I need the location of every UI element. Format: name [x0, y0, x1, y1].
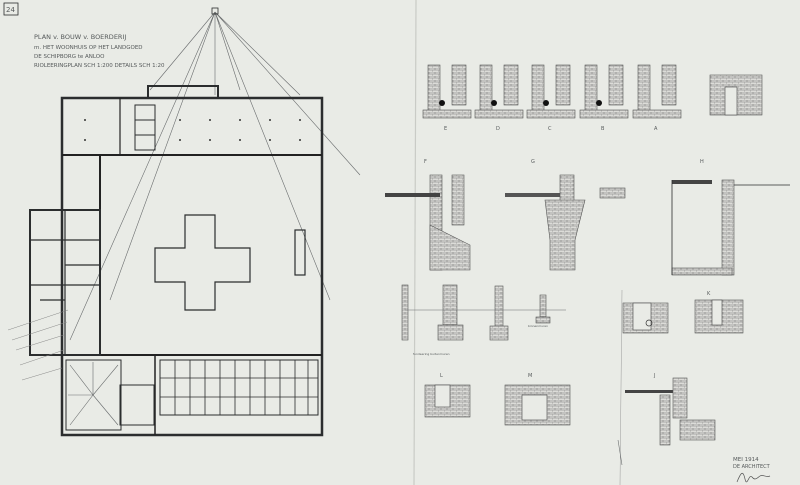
title-block: PLAN v. BOUW v. BOERDERIJ m. HET WOONHUI… [34, 33, 165, 69]
label-L: L [440, 373, 443, 379]
guide-line [619, 289, 623, 485]
details-row-2: F G H [385, 159, 790, 276]
fold-line [413, 0, 417, 485]
title-line-2: m. HET WOONHUIS OP HET LANDGOED [34, 45, 143, 51]
foundation-caption: fundeering buitenmuren [413, 352, 450, 356]
house-wing [29, 209, 101, 356]
label-C: C [548, 126, 552, 132]
architect-label: DE ARCHITECT [733, 464, 771, 470]
architect-signature [736, 473, 771, 483]
date-text: MEI 1914 [733, 457, 759, 463]
title-line-3: DE SCHIPBORG te ANLOO [34, 54, 105, 60]
label-E: E [444, 126, 447, 132]
label-M: M [528, 373, 532, 379]
foundation-caption-2: binnenmuren [528, 324, 548, 328]
title-line-4: RIOLEERINGPLAN SCH 1:200 DETAILS SCH 1:2… [34, 63, 165, 69]
label-K: K [707, 291, 711, 297]
label-G: G [531, 159, 535, 165]
details-row-4: L M J [424, 373, 716, 466]
drain-outlet [211, 7, 219, 15]
courtyard-cross [154, 214, 251, 311]
signature-block: MEI 1914 DE ARCHITECT [733, 457, 771, 483]
cattle-stalls [159, 359, 319, 416]
label-H: H [700, 159, 704, 165]
farm-floor-plan [29, 85, 324, 437]
label-F: F [424, 159, 427, 165]
label-D: D [496, 126, 500, 132]
column-markers [84, 119, 301, 141]
label-B: B [601, 126, 605, 132]
sheet-number: 24 [6, 6, 15, 14]
sheet-number-box: 24 [3, 2, 19, 16]
details-row-3: fundeering buitenmuren binnenmuren K [401, 284, 744, 356]
title-line-1: PLAN v. BOUW v. BOERDERIJ [34, 33, 126, 41]
label-J: J [653, 373, 655, 379]
barn-doors [294, 229, 306, 276]
manure-pit [65, 359, 122, 431]
details-row-1: E D C B A [422, 64, 763, 132]
label-A: A [654, 126, 658, 132]
handwritten-note [7, 309, 69, 381]
